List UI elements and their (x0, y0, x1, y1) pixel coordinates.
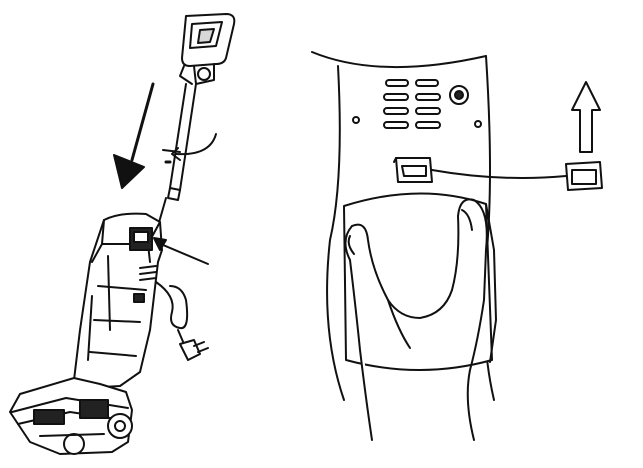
detached-plug (565, 161, 603, 191)
vacuum-assembly-icon (9, 13, 236, 455)
power-cord (155, 281, 209, 361)
battery-pointer-line (155, 241, 209, 265)
arrow-down-icon (113, 82, 155, 189)
floor-head (9, 377, 133, 455)
hand-remove-cover-icon (311, 51, 603, 441)
vacuum-body (73, 212, 163, 389)
rotate-hint-arrow (175, 133, 217, 156)
cover-panel (343, 192, 493, 371)
vent-grill (383, 79, 441, 129)
hand (344, 198, 488, 441)
latch-cover (393, 157, 433, 183)
screw-icon (449, 85, 469, 105)
latch-connector-line (431, 169, 567, 179)
handle-tube (157, 83, 197, 227)
handle-grip (179, 13, 236, 85)
arrow-up-icon (571, 81, 601, 153)
